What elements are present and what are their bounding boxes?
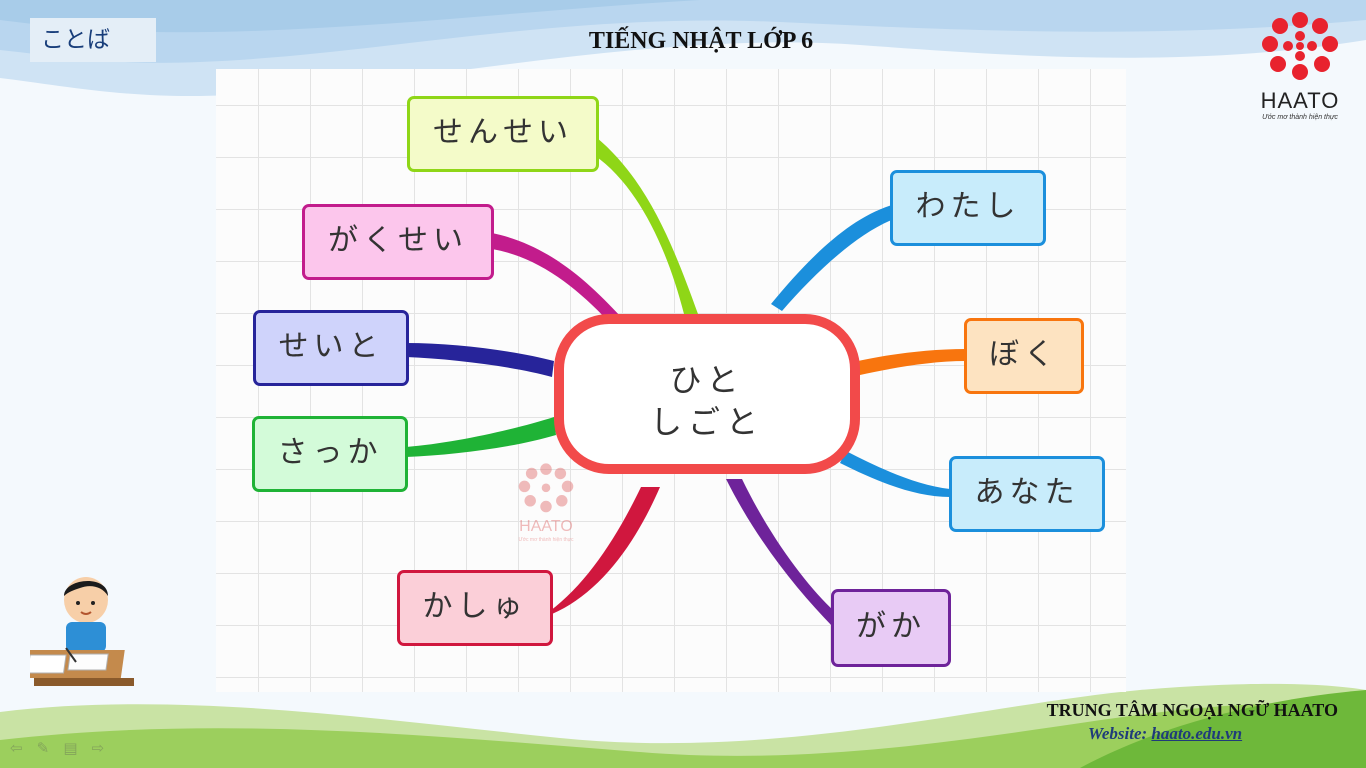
branch-gaka [726,479,834,627]
watermark-logo: HAATO Ước mơ thành hiện thực [506,462,586,552]
node-gakusei: がくせい [302,204,494,280]
website-link[interactable]: haato.edu.vn [1151,724,1243,743]
branch-sensei [594,137,698,314]
slide-nav-controls: ⇦ ✎ ▤ ⇨ [10,738,130,758]
center-line-1: ひと [669,361,745,399]
node-watashi: わたし [890,170,1046,246]
node-boku: ぼく [964,318,1084,394]
pen-icon[interactable]: ✎ [36,739,50,757]
haato-logo: HAATO Ước mơ thành hiện thực [1250,10,1350,125]
prev-icon[interactable]: ⇦ [10,739,23,757]
watermark-brand: HAATO [519,518,573,535]
node-gaka: がか [831,589,951,667]
studying-boy-illustration [30,577,134,686]
website-label: Website: [1088,724,1152,743]
watermark-slogan: Ước mơ thành hiện thực [518,537,574,543]
node-anata: あなた [949,456,1105,532]
branch-sakka [406,417,556,457]
mindmap-branches [406,137,966,627]
center-name: TRUNG TÂM NGOẠI NGỮ HAATO [1046,700,1338,720]
logo-slogan: Ước mơ thành hiện thực [1262,114,1338,121]
next-icon[interactable]: ⇨ [91,739,105,757]
flower-icon [1262,12,1338,80]
center-node: ひと しごと [554,314,860,474]
branch-gakusei [492,233,621,321]
branch-seito [406,343,554,377]
center-line-2: しごと [649,403,764,441]
logo-brand: HAATO [1260,88,1340,113]
website-line: Website: haato.edu.vn [1088,724,1242,744]
branch-kashu [550,487,660,614]
node-kashu: かしゅ [397,570,553,646]
branch-watashi [771,205,894,311]
node-sensei: せんせい [407,96,599,172]
menu-icon[interactable]: ▤ [63,739,78,757]
branch-anata [840,451,950,497]
node-seito: せいと [253,310,409,386]
slide-title: TIẾNG NHẬT LỚP 6 [588,28,814,54]
kotoba-label: ことば [30,18,156,62]
node-sakka: さっか [252,416,408,492]
branch-boku [858,349,966,375]
flower-icon [518,463,574,513]
mindmap-board: ひと しごと せんせい がくせい せいと さっか かしゅ わたし ぼく あなた … [216,69,1126,692]
